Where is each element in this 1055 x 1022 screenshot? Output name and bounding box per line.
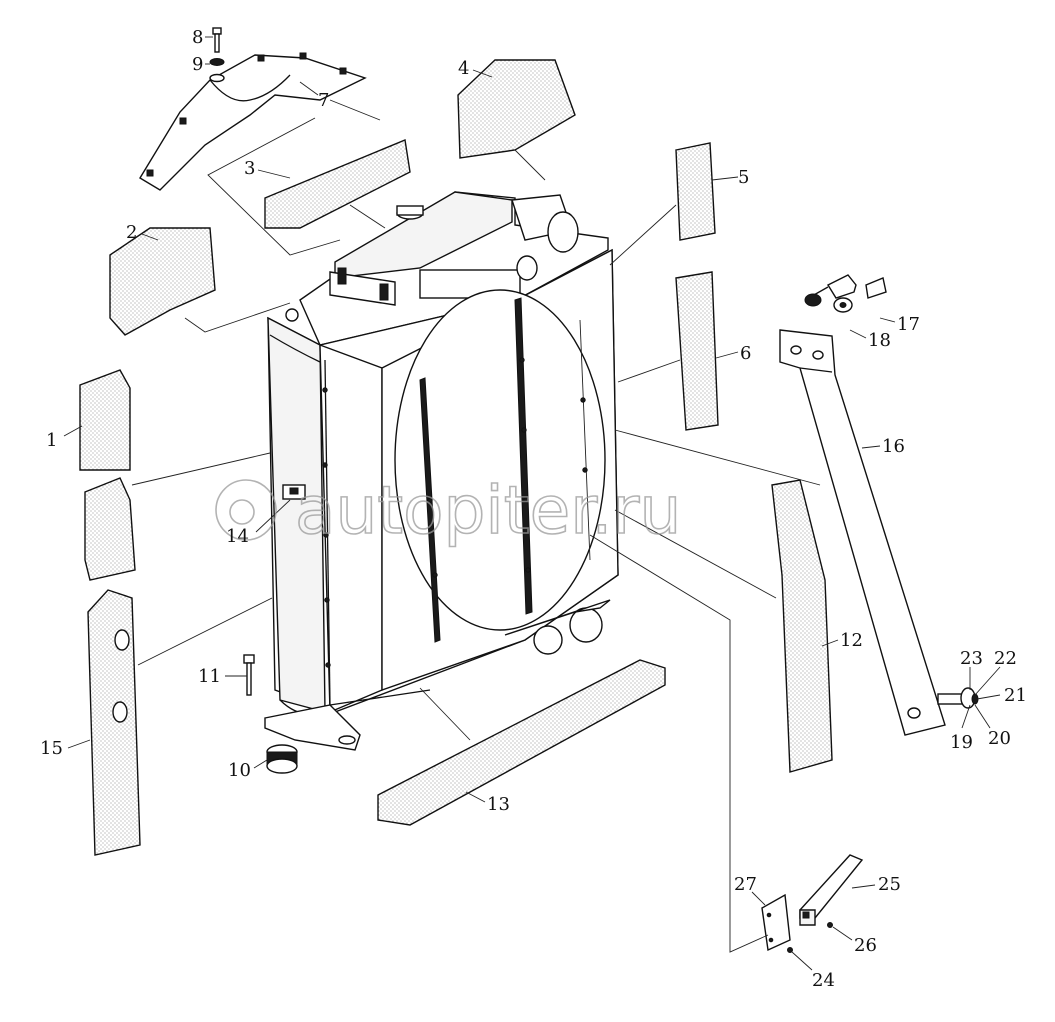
bolt-11 xyxy=(243,654,255,696)
callout-11: 11 xyxy=(198,666,221,687)
callout-4: 4 xyxy=(458,58,469,79)
screw-24 xyxy=(787,947,793,953)
callout-25: 25 xyxy=(878,874,901,895)
callout-2: 2 xyxy=(126,222,137,243)
callout-18: 18 xyxy=(868,330,891,351)
callout-16: 16 xyxy=(882,436,905,457)
rubber-mount-10 xyxy=(266,744,298,774)
callout-7: 7 xyxy=(318,90,329,111)
callout-17: 17 xyxy=(897,314,920,335)
bolt-8 xyxy=(212,27,222,53)
callout-6: 6 xyxy=(740,343,751,364)
callout-10: 10 xyxy=(228,760,251,781)
callout-8: 8 xyxy=(192,27,203,48)
callout-20: 20 xyxy=(988,728,1011,749)
screw-26 xyxy=(827,922,833,928)
radiator-assembly xyxy=(264,191,619,751)
callout-13: 13 xyxy=(487,794,510,815)
foam-seal-13 xyxy=(377,659,666,826)
callout-12: 12 xyxy=(840,630,863,651)
callout-27: 27 xyxy=(734,874,757,895)
stay-bar-16 xyxy=(779,329,946,736)
callout-15: 15 xyxy=(40,738,63,759)
callout-labels: 1 2 3 4 5 6 7 8 9 10 11 12 13 14 15 16 1… xyxy=(40,27,1027,991)
callout-14: 14 xyxy=(226,526,249,547)
callout-21: 21 xyxy=(1004,685,1027,706)
foam-seal-15 xyxy=(87,589,141,856)
callout-5: 5 xyxy=(738,167,749,188)
foam-seal-1 xyxy=(79,369,136,581)
leader-lines xyxy=(63,36,1001,971)
callout-9: 9 xyxy=(192,54,203,75)
bolts-17 xyxy=(804,274,887,301)
watermark: autopiter.ru xyxy=(215,471,682,550)
watermark-text: autopiter.ru xyxy=(295,472,681,549)
foam-seal-5 xyxy=(675,142,716,241)
callout-24: 24 xyxy=(812,970,835,991)
rivet-dots xyxy=(322,357,588,668)
callout-3: 3 xyxy=(244,158,255,179)
callout-22: 22 xyxy=(994,648,1017,669)
foam-seal-4 xyxy=(457,59,576,159)
bracket-25 xyxy=(799,854,864,926)
foam-seal-3 xyxy=(264,139,411,229)
callout-26: 26 xyxy=(854,935,877,956)
clip-14 xyxy=(282,484,306,500)
callout-23: 23 xyxy=(960,648,983,669)
washers-18 xyxy=(804,293,853,313)
washer-9 xyxy=(209,58,225,83)
callout-19: 19 xyxy=(950,732,973,753)
foam-seal-2 xyxy=(109,227,216,336)
foam-seal-6 xyxy=(675,271,719,431)
callout-1: 1 xyxy=(46,430,57,451)
plate-27 xyxy=(761,893,791,952)
fastener-19-23 xyxy=(937,687,979,709)
foam-seal-12 xyxy=(771,479,833,773)
